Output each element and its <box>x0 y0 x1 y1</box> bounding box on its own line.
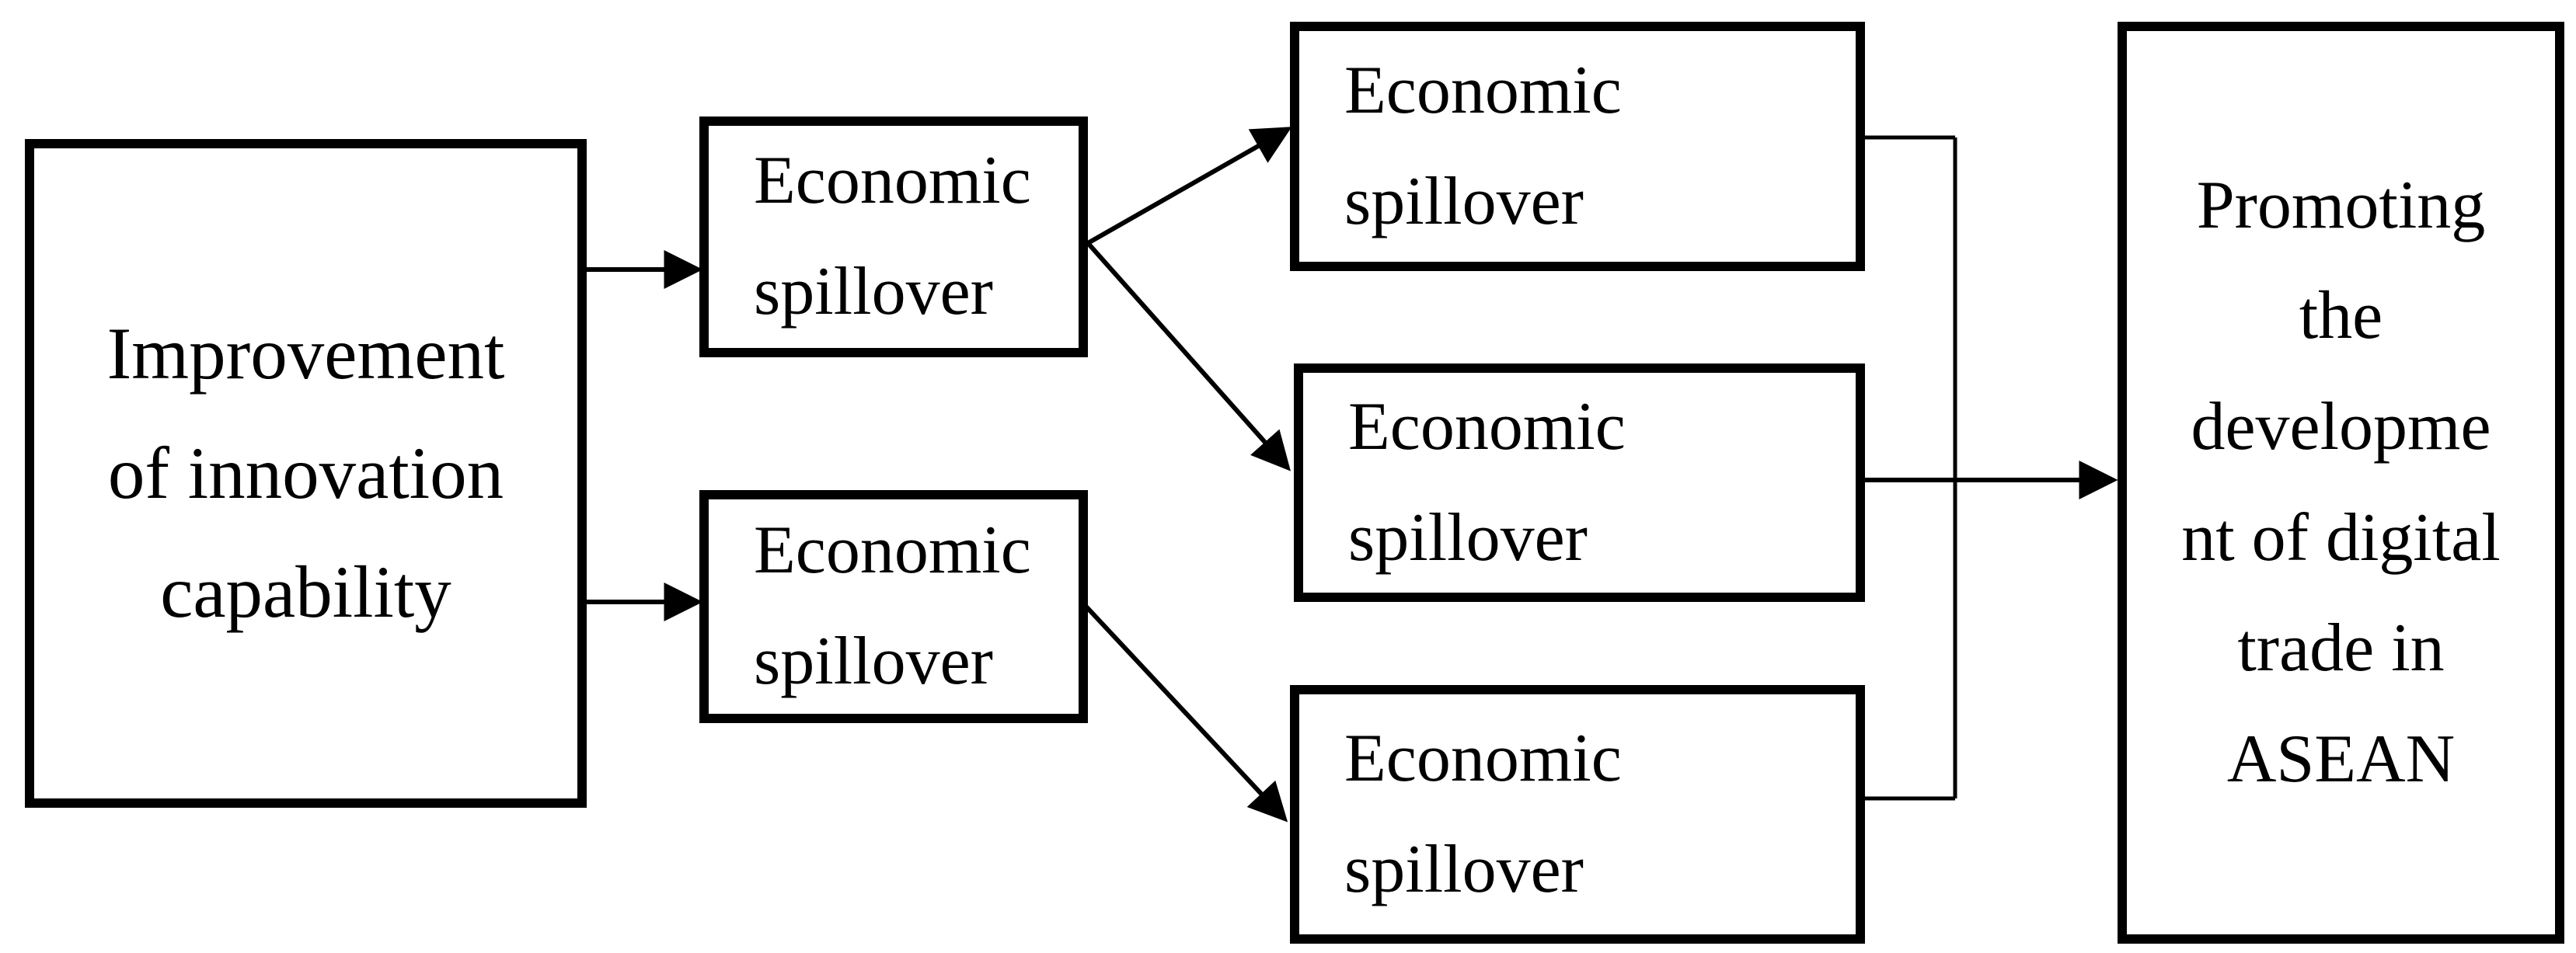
node-economic-spillover-level2-bottom: Economic spillover <box>699 490 1088 723</box>
node-label: Promoting the developme nt of digital tr… <box>2181 167 2501 797</box>
arrow-b1-to-c1 <box>1086 127 1292 245</box>
node-economic-spillover-level3-bottom: Economic spillover <box>1290 685 1865 944</box>
node-label: Economic spillover <box>754 143 1031 329</box>
node-economic-spillover-level2-top: Economic spillover <box>699 117 1088 357</box>
node-label: Economic spillover <box>1344 52 1622 239</box>
node-label: Economic spillover <box>1348 388 1626 576</box>
node-promoting-digital-trade-asean: Promoting the developme nt of digital tr… <box>2118 22 2564 944</box>
arrow-b1-to-c2 <box>1086 242 1291 471</box>
node-improvement-of-innovation-capability: Improvement of innovation capability <box>25 139 587 808</box>
node-label: Economic spillover <box>754 513 1031 699</box>
node-label: Economic spillover <box>1344 720 1622 907</box>
node-economic-spillover-level3-top: Economic spillover <box>1290 22 1865 271</box>
node-economic-spillover-level3-middle: Economic spillover <box>1294 363 1865 602</box>
node-label: Improvement of innovation capability <box>106 311 505 634</box>
arrow-b2-to-c3 <box>1082 602 1288 823</box>
